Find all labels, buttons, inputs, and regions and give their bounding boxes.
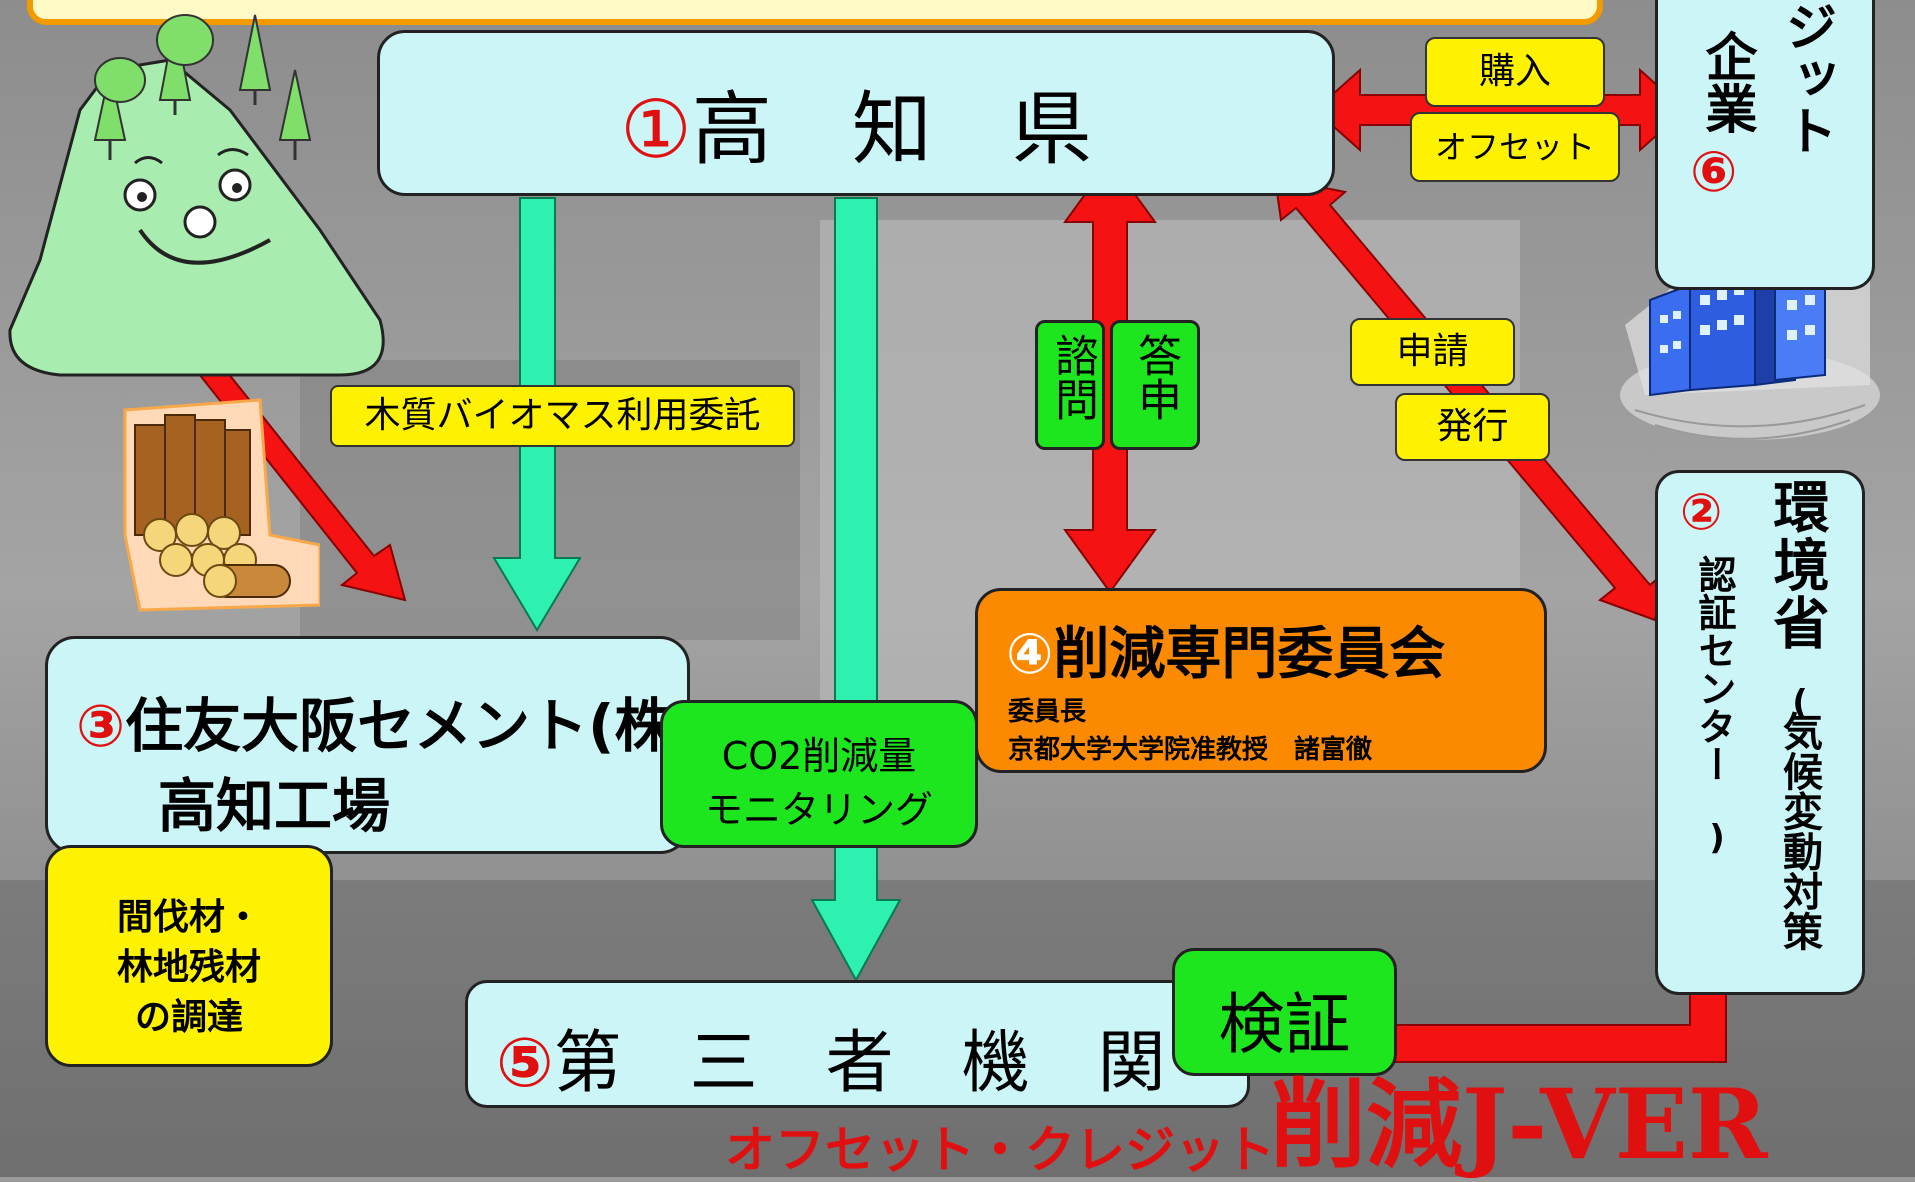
kochi-number: ① [620,83,692,176]
cement-number: ③ [76,692,126,760]
mountain-character-icon [8,14,385,377]
logs-icon [123,398,320,612]
offset-label: オフセット [1410,112,1620,182]
third-party-name: 第 三 者 機 関 [553,1024,1166,1103]
cement-factory-name: 高知工場 [158,772,391,840]
third-party-number: ⑤ [496,1024,554,1103]
report-label-box: 答申 [1110,320,1200,450]
reduction-committee-box: ④削減専門委員会 委員長 京都大学大学院准教授 諸富徹 [975,588,1547,773]
committee-number: ④ [1006,622,1054,687]
arrow-kochi-to-third-party [810,197,902,983]
co2-monitoring-box: CO2削減量 モニタリング [660,700,978,848]
verification-label: 検証 [1218,986,1351,1063]
purchase-label: 購入 [1425,37,1605,107]
report-label: 答申 [1130,333,1181,421]
committee-name: 削減専門委員会 [1053,622,1446,687]
procurement-line3: の調達 [134,997,243,1038]
company-number: ⑥ [1690,140,1738,205]
procurement-line2: 林地残材 [116,947,261,988]
procurement-box: 間伐材・ 林地残材 の調達 [45,845,333,1067]
kochi-name: 高 知 県 [691,83,1092,176]
cement-company-box: ③住友大阪セメント(株) 高知工場 [45,636,699,854]
third-party-box: ⑤第 三 者 機 関 [465,980,1250,1108]
committee-chair-name: 京都大学大学院准教授 諸富徹 [1008,735,1373,765]
consult-label: 諮問 [1047,333,1098,421]
env-subtitle: 気候変動対策 [1776,711,1822,951]
kochi-prefecture-label: ①高 知 県 [380,65,1332,181]
env-paren-close: ) [1697,818,1737,858]
company-box [1655,0,1875,290]
env-ministry-box: ② 環境省 ( 気候変動対策 認証センター ) [1655,470,1865,995]
issue-label: 発行 [1395,393,1550,461]
consult-label-box: 諮問 [1035,320,1105,450]
env-paren-open: ( [1780,683,1820,723]
committee-chair-title: 委員長 [1008,697,1087,727]
footer-jver-title: 削減J-VER [1270,1068,1768,1181]
env-name: 環境省 [1764,478,1829,652]
cement-company-name: ③住友大阪セメント(株) [76,679,699,763]
apply-label: 申請 [1350,318,1515,386]
company-fragment: ジット [1776,0,1836,156]
committee-title: ④削減専門委員会 [1006,609,1445,690]
cement-name: 住友大阪セメント(株) [125,692,699,760]
co2-monitoring-line1: CO2削減量 [721,734,917,778]
co2-monitoring-line2: モニタリング [704,788,933,832]
verification-box: 検証 [1172,948,1397,1076]
biomass-contract-label: 木質バイオマス利用委託 [330,385,795,447]
third-party-label: ⑤第 三 者 機 関 [496,1007,1166,1106]
kochi-prefecture-box: ①高 知 県 [377,30,1335,196]
procurement-line1: 間伐材・ [116,897,261,938]
company-name-fragment: 企業 [1696,30,1756,134]
env-number: ② [1680,483,1723,541]
footer-offset-credit: オフセット・クレジット [725,1121,1275,1179]
env-certification-center: 認証センター [1692,555,1737,783]
